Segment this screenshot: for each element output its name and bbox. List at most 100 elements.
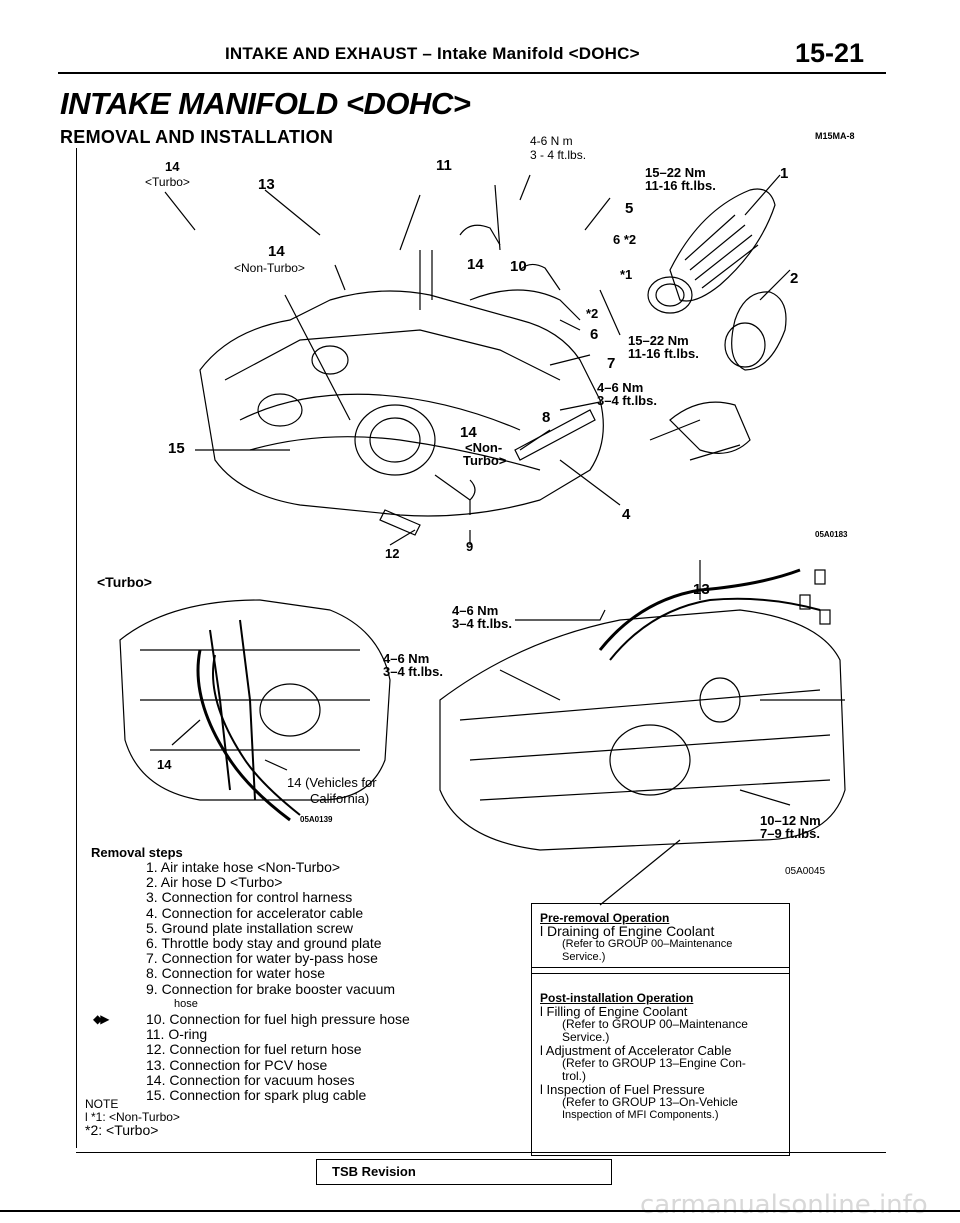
pre-removal-line3: Service.) [562, 951, 606, 963]
list-item: 4. Connection for accelerator cable [146, 904, 364, 921]
fig3-torque1-nm: 4–6 Nm [452, 603, 499, 618]
torque-c-nm: 4–6 Nm [597, 380, 644, 395]
watermark: carmanualsonline.info [640, 1190, 928, 1220]
list-item: 9. Connection for brake booster vacuum [146, 980, 396, 997]
removal-steps-list: 1. Air intake hose <Non-Turbo> 2. Air ho… [146, 859, 410, 1104]
post-c3: Inspection of MFI Components.) [562, 1109, 719, 1121]
figure2-title: <Turbo> [97, 574, 152, 590]
callout-14-turbo-text: <Turbo> [145, 175, 190, 189]
step-10-marker: ◆▶ [93, 1012, 110, 1026]
list-item: 7. Connection for water by-pass hose [146, 950, 378, 967]
pre-removal-section: Pre-removal Operation l Draining of Engi… [540, 912, 732, 964]
callout-14-turbo-num: 14 [165, 159, 180, 174]
doc-code: M15MA-8 [815, 131, 855, 141]
fig3-callout-13: 13 [693, 581, 710, 598]
torque-b-nm: 15–22 Nm [628, 333, 689, 348]
figure1-code: 05A0183 [815, 530, 848, 539]
list-item: 3. Connection for control harness [146, 889, 353, 906]
callout-5: 5 [625, 200, 634, 217]
list-item: 15. Connection for spark plug cable [146, 1087, 367, 1104]
callout-2: 2 [790, 270, 799, 287]
torque-15-22-nm: 15–22 Nm [645, 165, 706, 180]
notes-title: NOTE [85, 1097, 119, 1111]
list-item: 8. Connection for water hose [146, 965, 325, 982]
callout-14-nonturbo-text: <Non-Turbo> [234, 261, 305, 275]
callout-4: 4 [622, 506, 631, 523]
callout-6: 6 [590, 326, 599, 343]
tsb-revision-box [316, 1159, 612, 1185]
callout-7: 7 [607, 355, 616, 372]
pre-removal-title: Pre-removal Operation [540, 911, 670, 925]
callout-6-star2: 6 *2 [613, 232, 637, 247]
post-installation-title: Post-installation Operation [540, 991, 694, 1005]
list-item: 13. Connection for PCV hose [146, 1056, 328, 1073]
section-title: INTAKE MANIFOLD <DOHC> [60, 86, 471, 121]
fig2-callout-14: 14 [157, 757, 172, 772]
list-item: 2. Air hose D <Turbo> [146, 874, 283, 891]
fig3-torque2-ft: 3–4 ft.lbs. [383, 664, 443, 679]
list-item: 12. Connection for fuel return hose [146, 1041, 362, 1058]
torque-15-22-ft: 11-16 ft.lbs. [645, 178, 716, 193]
post-installation-section: Post-installation Operation l Filling of… [540, 992, 748, 1122]
pre-removal-line2: (Refer to GROUP 00–Maintenance [562, 938, 733, 950]
callout-1: 1 [780, 165, 789, 182]
list-item: 6. Throttle body stay and ground plate [146, 935, 382, 952]
bottom-rule [76, 1152, 886, 1153]
figure3-code: 05A0045 [785, 866, 826, 877]
post-c2: (Refer to GROUP 13–On-Vehicle [562, 1095, 738, 1109]
note-2: *2: <Turbo> [85, 1122, 159, 1138]
post-b1: l Adjustment of Accelerator Cable [540, 1043, 732, 1058]
callout-12: 12 [385, 546, 400, 561]
left-margin-rule [76, 148, 77, 1148]
callout-15: 15 [168, 440, 185, 457]
callout-14-lower-text2: Turbo> [463, 453, 507, 468]
torque-top-nm: 4-6 N m [530, 134, 573, 148]
operations-box-divider [531, 967, 790, 974]
fig2-callout-california: California) [310, 791, 370, 806]
torque-c-ft: 3–4 ft.lbs. [597, 393, 657, 408]
torque-b-ft: 11-16 ft.lbs. [628, 346, 699, 361]
callout-8: 8 [542, 409, 551, 426]
turbo-detail-figure [119, 599, 391, 822]
section-subtitle: REMOVAL AND INSTALLATION [60, 127, 334, 147]
torque-top-ft: 3 - 4 ft.lbs. [530, 148, 587, 162]
list-item: 14. Connection for vacuum hoses [146, 1071, 355, 1088]
post-c1: l Inspection of Fuel Pressure [540, 1082, 705, 1097]
post-b3: trol.) [562, 1069, 586, 1083]
tsb-revision-label: TSB Revision [332, 1164, 416, 1179]
page-header-title: INTAKE AND EXHAUST – Intake Manifold <DO… [225, 44, 640, 63]
callout-14-lower: 14 [460, 424, 477, 441]
callout-14-nonturbo-num: 14 [268, 243, 285, 260]
list-item: hose [174, 997, 198, 1010]
callout-star1: *1 [620, 267, 633, 282]
callout-13: 13 [258, 176, 275, 193]
header-rule [58, 72, 886, 74]
removal-steps-title: Removal steps [91, 845, 183, 860]
footer-rule [0, 1210, 960, 1212]
post-a1: l Filling of Engine Coolant [540, 1004, 688, 1019]
pre-removal-line1: l Draining of Engine Coolant [540, 923, 715, 939]
callout-10: 10 [510, 258, 527, 275]
note-1: l *1: <Non-Turbo> [85, 1110, 180, 1124]
post-a2: (Refer to GROUP 00–Maintenance [562, 1017, 748, 1031]
post-b2: (Refer to GROUP 13–Engine Con- [562, 1056, 746, 1070]
callout-11: 11 [436, 157, 452, 174]
engine-figure-main [164, 174, 791, 546]
list-item: 10. Connection for fuel high pressure ho… [146, 1011, 410, 1028]
page-number: 15-21 [795, 38, 865, 68]
list-item: 5. Ground plate installation screw [146, 919, 353, 936]
list-item: 1. Air intake hose <Non-Turbo> [146, 859, 341, 875]
harness-figure [439, 560, 846, 906]
post-a3: Service.) [562, 1030, 610, 1044]
notes: NOTE l *1: <Non-Turbo> *2: <Turbo> [85, 1097, 180, 1138]
callout-star2: *2 [586, 306, 599, 321]
fig3-torque3-ft: 7–9 ft.lbs. [760, 826, 820, 841]
list-item: 11. O-ring [146, 1026, 208, 1043]
callout-14-mid: 14 [467, 256, 484, 273]
fig2-callout-14-vehicles: 14 (Vehicles for [287, 775, 377, 790]
operations-box [531, 903, 790, 1156]
callout-14-lower-text1: <Non- [465, 440, 503, 455]
callout-9: 9 [466, 539, 474, 554]
fig3-torque3-nm: 10–12 Nm [760, 813, 821, 828]
